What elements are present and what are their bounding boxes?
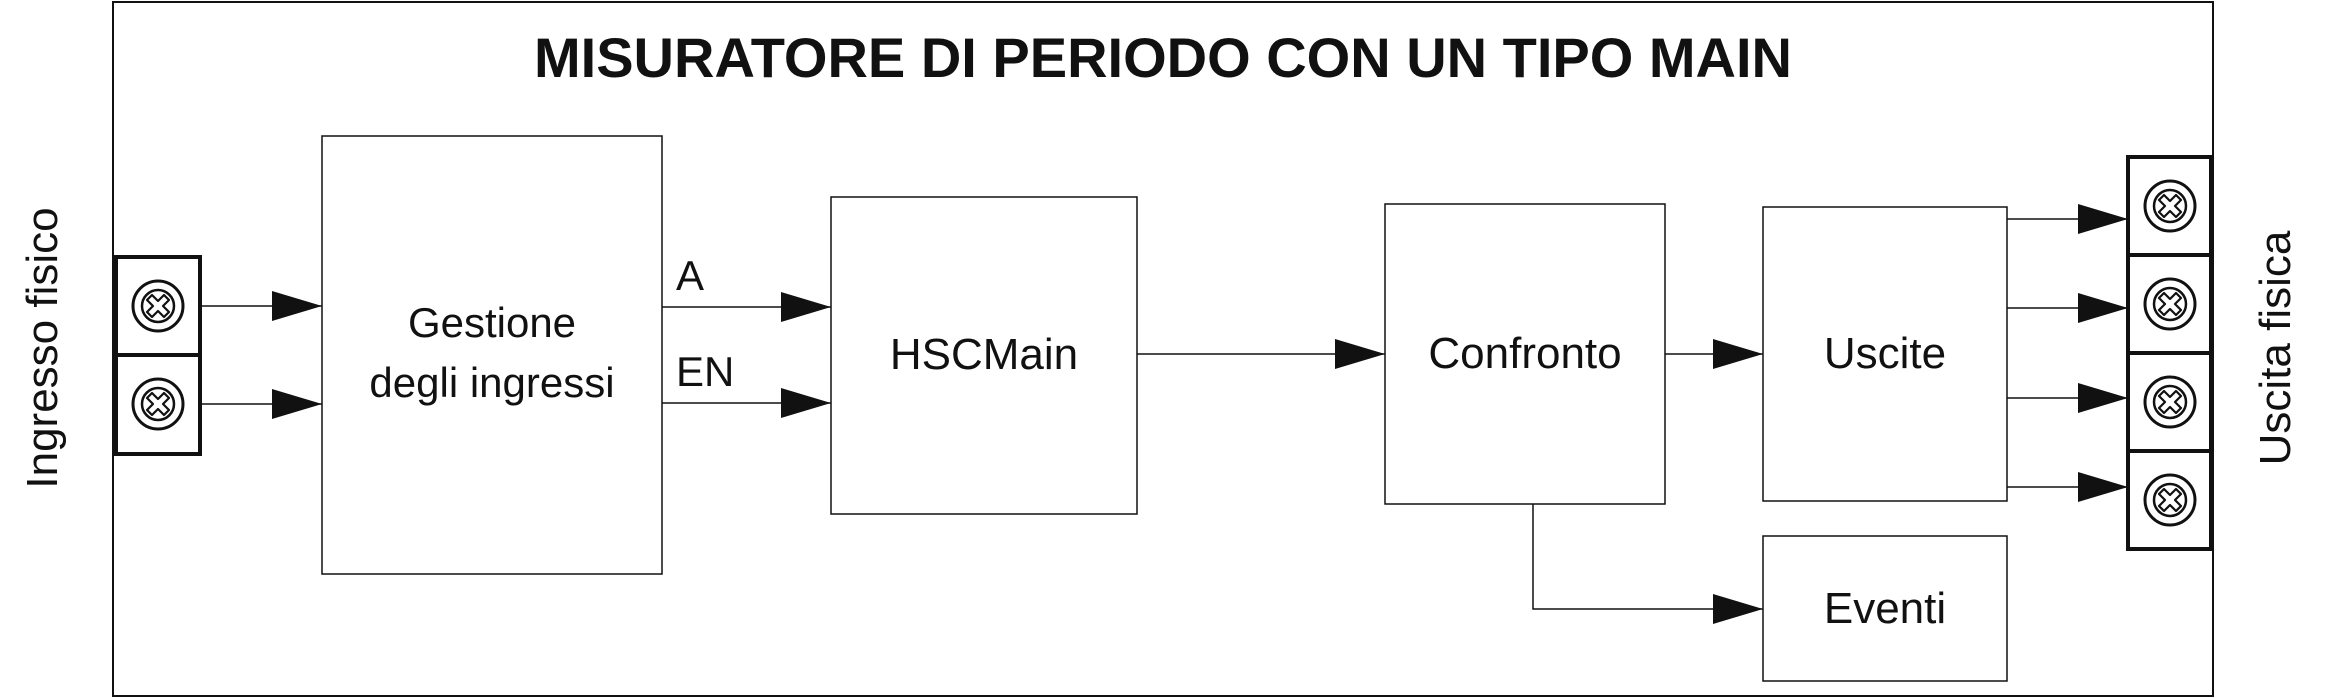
block-compare: Confronto xyxy=(1384,203,1666,505)
block-outputs: Uscite xyxy=(1762,206,2008,502)
connector-compare-to-events xyxy=(1532,504,1763,624)
block-events-label: Eventi xyxy=(1824,584,1946,633)
block-input-management: Gestione degli ingressi xyxy=(321,135,663,575)
signal-label-en: EN xyxy=(676,348,734,395)
block-input-management-line2: degli ingressi xyxy=(369,359,614,406)
screw-terminal-icon xyxy=(2143,375,2197,429)
block-input-management-line1: Gestione xyxy=(408,299,576,346)
block-hscmain: HSCMain xyxy=(830,196,1138,515)
screw-terminal-icon xyxy=(131,377,185,431)
block-compare-label: Confronto xyxy=(1428,329,1621,378)
screw-terminal-icon xyxy=(2143,179,2197,233)
block-outputs-label: Uscite xyxy=(1824,329,1946,378)
block-hscmain-label: HSCMain xyxy=(890,330,1078,379)
input-side-label: Ingresso fisico xyxy=(18,207,67,488)
output-side-label: Uscita fisica xyxy=(2251,230,2300,465)
screw-terminal-icon xyxy=(2143,473,2197,527)
block-events: Eventi xyxy=(1762,535,2008,682)
signal-label-a: A xyxy=(676,252,704,299)
screw-terminal-icon xyxy=(131,279,185,333)
diagram-title: MISURATORE DI PERIODO CON UN TIPO MAIN xyxy=(534,26,1792,89)
screw-terminal-icon xyxy=(2143,277,2197,331)
